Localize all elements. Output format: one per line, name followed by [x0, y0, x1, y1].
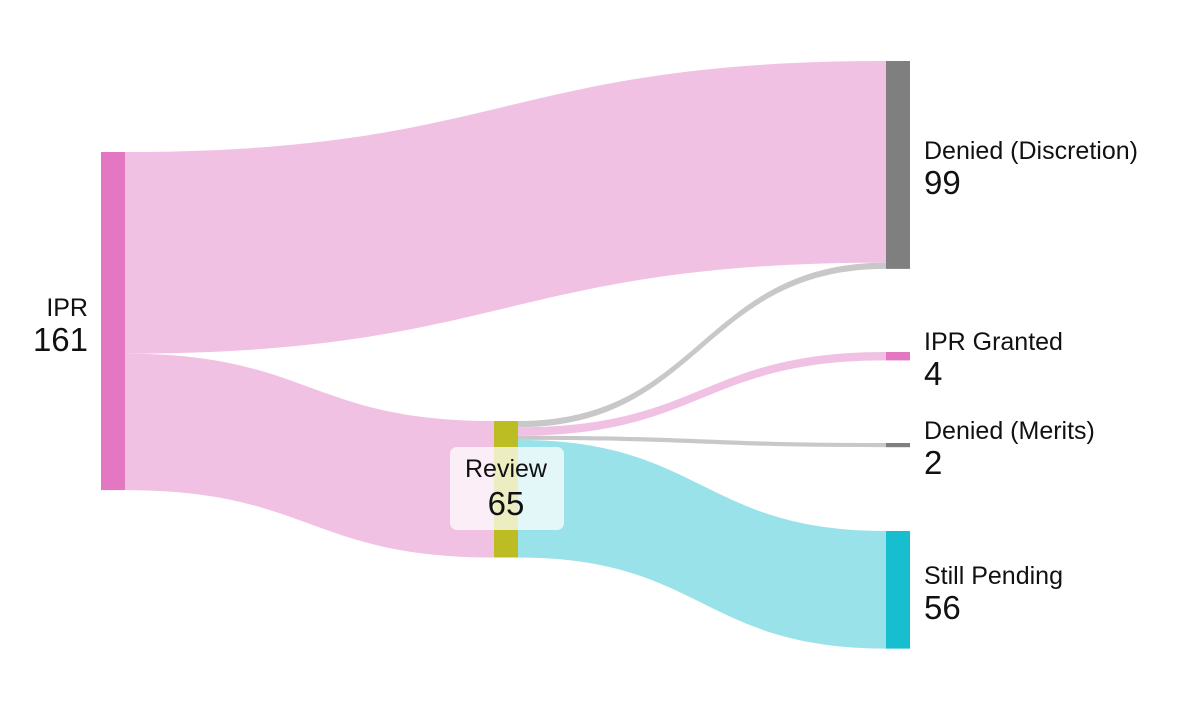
node-label-review-value: 65	[488, 485, 525, 522]
link-review-to-ipr_granted[interactable]	[518, 352, 886, 436]
node-label-still_pending-name: Still Pending	[924, 562, 1063, 590]
node-label-denied_merits-name: Denied (Merits)	[924, 417, 1095, 445]
link-review-to-still_pending[interactable]	[518, 440, 886, 649]
node-label-ipr_granted-value: 4	[924, 355, 942, 392]
link-ipr-to-denied_discretion[interactable]	[125, 61, 886, 354]
node-label-still_pending-value: 56	[924, 589, 961, 626]
node-label-ipr-name: IPR	[46, 294, 88, 322]
node-denied_discretion[interactable]	[886, 61, 910, 269]
node-label-ipr_granted-name: IPR Granted	[924, 328, 1063, 356]
node-label-denied_discretion-value: 99	[924, 164, 961, 201]
node-denied_merits[interactable]	[886, 443, 910, 447]
node-still_pending[interactable]	[886, 531, 910, 649]
node-label-ipr-value: 161	[33, 321, 88, 358]
node-ipr_granted[interactable]	[886, 352, 910, 360]
link-ipr-to-review[interactable]	[125, 354, 494, 558]
node-label-denied_merits-value: 2	[924, 444, 942, 481]
node-label-review-name: Review	[465, 455, 548, 483]
node-label-denied_discretion-name: Denied (Discretion)	[924, 137, 1138, 165]
links-group	[125, 61, 886, 649]
node-ipr[interactable]	[101, 152, 125, 490]
